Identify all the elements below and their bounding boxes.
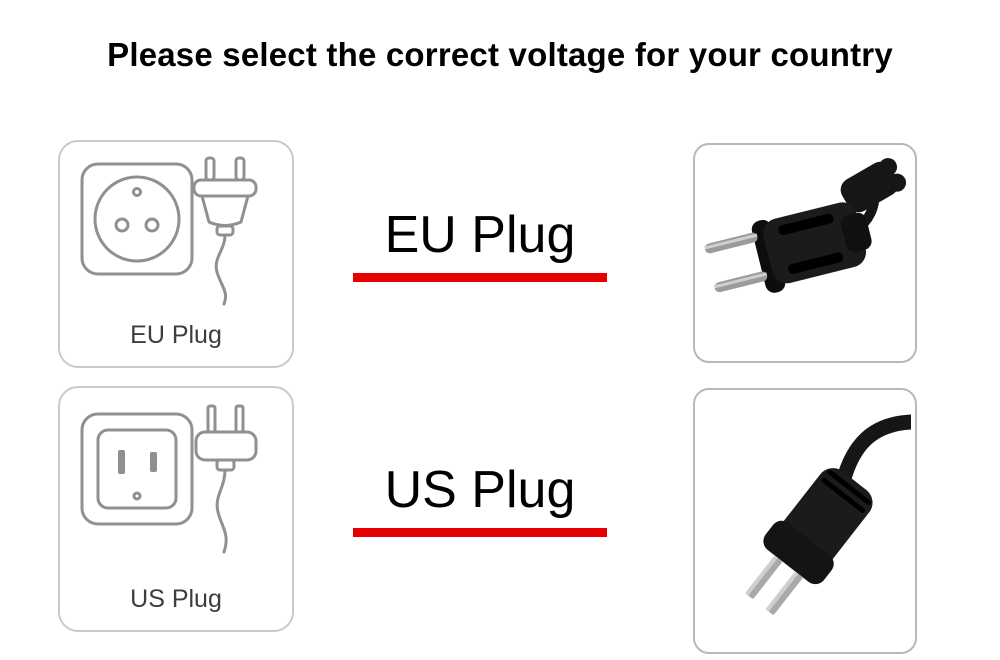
c7-connector: [840, 158, 907, 213]
us-option-card[interactable]: US Plug: [58, 386, 294, 632]
eu-card-label: EU Plug: [130, 321, 222, 349]
eu-option-card[interactable]: EU Plug: [58, 140, 294, 368]
eu-plug-body: [704, 202, 872, 293]
page-title: Please select the correct voltage for yo…: [107, 36, 893, 73]
eu-plug-photo-illustration: [704, 158, 907, 293]
eu-heading-underline: [353, 273, 607, 282]
us-card-label: US Plug: [130, 585, 222, 613]
us-socket-icon: [80, 412, 194, 526]
us-power-cable: [835, 414, 911, 490]
eu-plug-icon: [192, 156, 258, 306]
us-plug-photo: [693, 388, 917, 654]
eu-plug-photo: [693, 143, 917, 363]
eu-socket-and-plug-drawing: [80, 156, 258, 306]
us-plug-body: [745, 468, 873, 615]
us-plug-heading[interactable]: US Plug: [384, 461, 576, 519]
us-socket-and-plug-drawing: [80, 404, 258, 554]
eu-socket-icon: [80, 162, 194, 276]
us-plug-icon: [194, 404, 258, 554]
us-plug-photo-illustration: [745, 414, 911, 615]
eu-plug-heading[interactable]: EU Plug: [384, 206, 576, 264]
us-heading-underline: [353, 528, 607, 537]
